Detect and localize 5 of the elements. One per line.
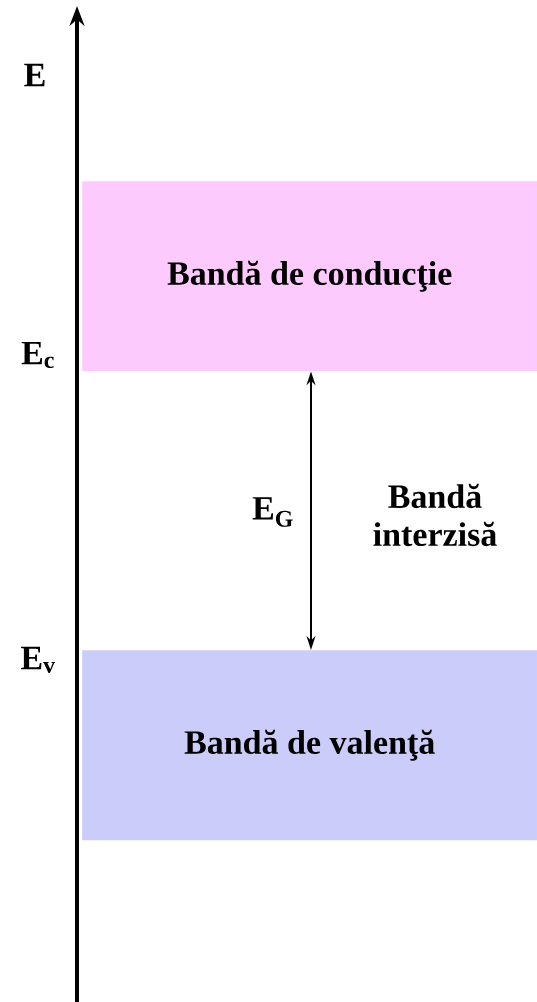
edge-label: E$_{G}$ [252, 497, 293, 527]
band-box: Bandă de valenţă [82, 650, 537, 841]
band-box: Bandă de conducţie [82, 181, 537, 372]
energy-label: E [24, 63, 45, 87]
gap-label: Bandă interzisă [373, 483, 497, 547]
